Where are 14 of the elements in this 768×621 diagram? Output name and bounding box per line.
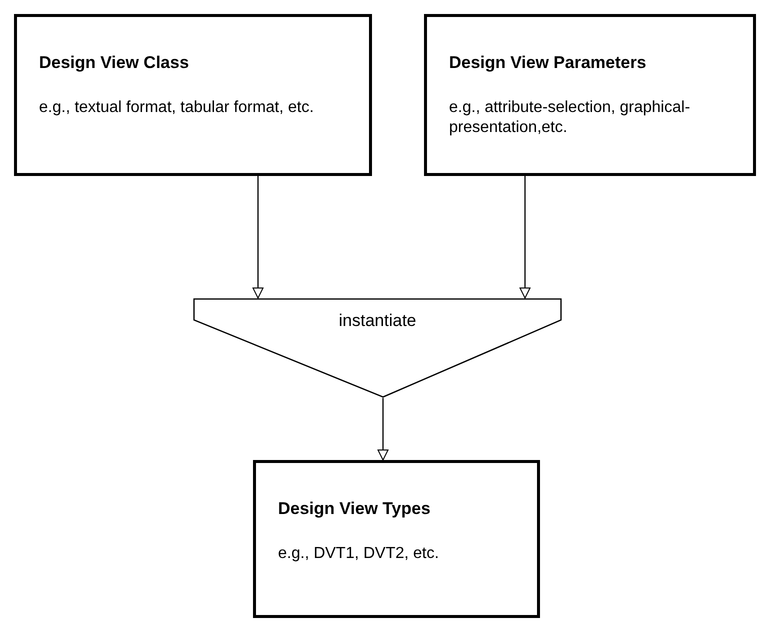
box-heading: Design View Types	[278, 498, 432, 520]
design-view-box	[253, 460, 540, 618]
box-description: e.g., DVT1, DVT2, etc.	[278, 544, 440, 564]
design-view-box	[14, 14, 372, 176]
funnel-label: instantiate	[338, 310, 418, 332]
arrow	[520, 176, 530, 298]
box-heading: Design View Parameters	[449, 52, 648, 74]
box-description: e.g., attribute-selection, graphical-presentation,etc.	[449, 98, 692, 138]
box-heading: Design View Class	[39, 52, 190, 74]
arrow	[252, 176, 264, 298]
box-description: e.g., textual format, tabular format, etc.	[39, 98, 315, 118]
instantiate-funnel	[193, 298, 562, 398]
design-view-box	[424, 14, 756, 176]
arrow	[378, 398, 388, 460]
